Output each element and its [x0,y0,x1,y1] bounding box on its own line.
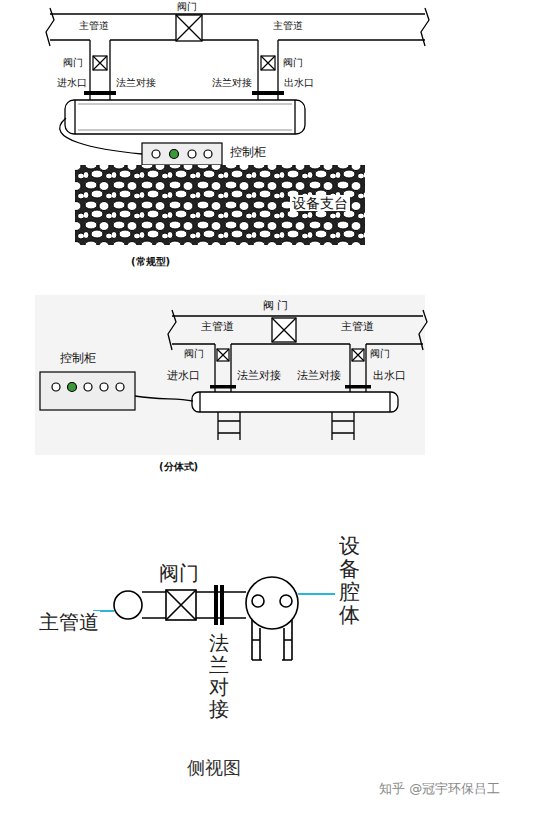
part-label: 阀门 [183,348,205,360]
part-label: 主管道 [78,20,110,32]
device-cylinder [192,392,398,412]
flanges [84,91,284,95]
part-label: 法兰对接 [211,77,253,89]
part-label: 知乎 @冠宇环保吕工 [378,782,501,797]
vertical-label: 设备腔体 [339,535,360,627]
part-label: 法兰对接 [236,370,282,383]
part-label: 出水口 [283,77,315,89]
valve-symbol [176,15,202,41]
branch-pipes [215,344,366,392]
main-pipe [168,310,427,350]
part-label: 法兰对接 [296,370,342,383]
part-label: (常规型) [130,256,171,268]
part-label: 阀门 [158,562,200,585]
part-label: (分体式) [158,461,199,473]
part-label: 进水口 [166,370,201,383]
control-cabinet: 控制柜 [142,143,272,165]
control-cabinet: 控制柜 [40,352,135,410]
panel [35,295,425,455]
valve-symbol [272,318,296,342]
branch-valves [217,349,364,361]
side-view [114,577,298,660]
branch-valves [93,56,275,70]
part-label: 主管道 [38,611,100,634]
node-label: 控制柜 [58,352,98,366]
part-label: 进水口 [56,77,88,89]
equipment-stand: 设备支台 [75,165,365,245]
vertical-label: 法兰对接 [209,632,229,720]
part-label: 侧视图 [186,758,242,779]
part-label: 阀 门 [262,300,290,313]
branch-pipes [90,40,278,100]
part-label: 阀门 [176,1,198,13]
device-legs [218,412,354,440]
part-label: 法兰对接 [115,77,157,89]
flanges [210,385,371,389]
part-label: 阀门 [369,348,391,360]
leader-lines [93,594,335,611]
part-label: 阀门 [62,57,84,69]
part-label: 主管道 [200,321,235,334]
control-cabinet [40,372,135,410]
flange-bars [214,585,224,625]
part-label: 主管道 [340,321,375,334]
control-cabinet [142,143,222,165]
equipment-stand [75,165,365,245]
part-label: 出水口 [372,370,407,383]
cable [60,118,142,154]
device-cylinder [65,100,305,134]
main-pipe [46,8,429,46]
node-label: 控制柜 [228,146,268,160]
node-label: 设备支台 [290,195,350,211]
part-label: 主管道 [272,20,304,32]
part-label: 阀门 [282,57,304,69]
cable [135,396,193,401]
